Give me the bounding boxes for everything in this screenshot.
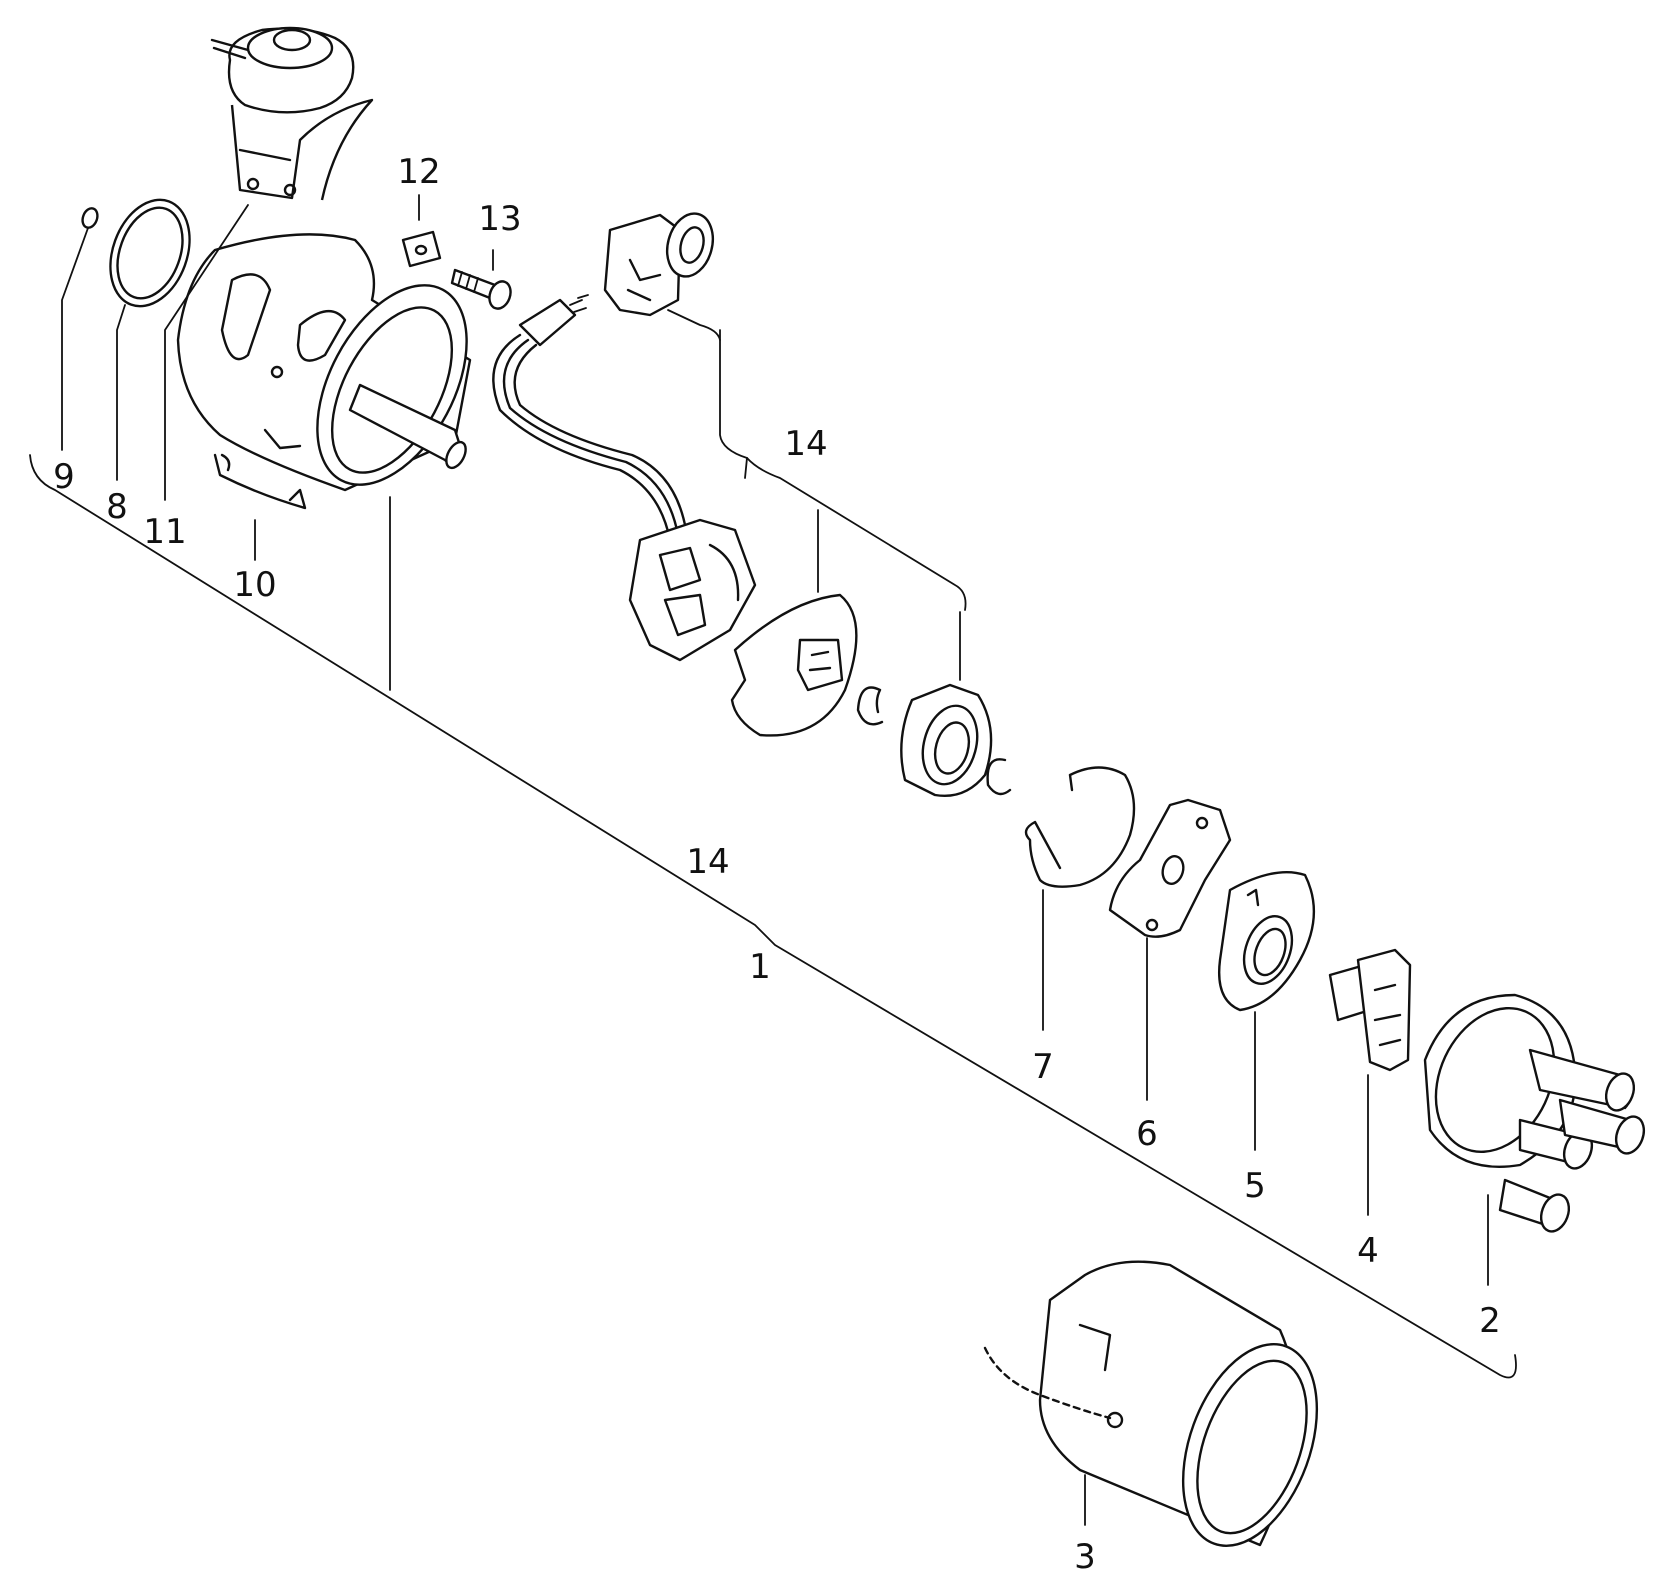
shielding-cover-3 — [983, 1260, 1319, 1547]
circlip-small — [856, 686, 884, 726]
callout-12: 12 — [397, 152, 440, 192]
callout-9: 9 — [53, 457, 75, 497]
callout-6: 6 — [1136, 1114, 1158, 1154]
clip-10 — [213, 453, 307, 510]
o-ring-9 — [81, 207, 99, 229]
connector-housing — [603, 212, 715, 317]
callout-8: 8 — [106, 487, 128, 527]
leader-lines — [61, 194, 1489, 1526]
callout-14-middle: 14 — [686, 842, 729, 882]
callout-14-upper: 14 — [784, 424, 827, 464]
seal-ring-8 — [109, 198, 191, 308]
callout-4: 4 — [1357, 1231, 1379, 1271]
dust-shield-5 — [1218, 871, 1315, 1012]
subassembly-bracket-14 — [667, 309, 967, 611]
rotor-4 — [1328, 948, 1412, 1072]
callout-13: 13 — [478, 199, 521, 239]
advance-plate-6 — [1108, 798, 1232, 938]
distributor-cap-2 — [1423, 993, 1646, 1233]
callout-3: 3 — [1074, 1537, 1096, 1573]
callout-10: 10 — [233, 565, 276, 605]
bearing-housing — [900, 683, 993, 797]
callout-5: 5 — [1244, 1166, 1266, 1206]
callout-labels: 1 2 3 4 5 6 7 8 9 10 11 12 13 14 14 — [53, 152, 1501, 1573]
callout-1: 1 — [749, 947, 771, 987]
callout-2: 2 — [1479, 1301, 1501, 1341]
trigger-disc — [730, 593, 858, 737]
vacuum-unit — [210, 26, 374, 201]
hall-sender-plate — [628, 518, 757, 662]
distributor-housing — [176, 233, 472, 492]
spring-ring-7 — [1024, 766, 1136, 888]
circlip-lower — [986, 758, 1012, 796]
washer-12 — [401, 230, 442, 268]
callout-11: 11 — [143, 512, 186, 552]
assembly-bracket-line — [29, 454, 1517, 1379]
callout-7: 7 — [1032, 1047, 1054, 1087]
hall-sender-cable — [492, 294, 688, 542]
screw-13 — [450, 268, 512, 310]
